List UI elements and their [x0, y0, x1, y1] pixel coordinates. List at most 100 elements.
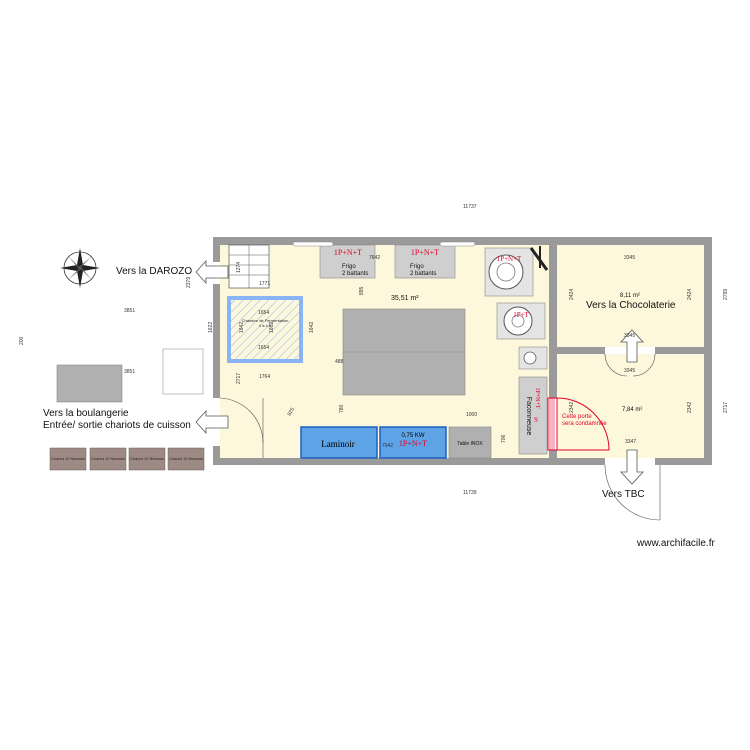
dim-1654-a: 1654	[258, 310, 269, 316]
laminoir-2: 0,75 KW 1P+N+T	[379, 426, 447, 459]
faconneuse-code: 1P+N+T	[534, 387, 540, 408]
label-vers-tbc: Vers TBC	[602, 489, 645, 500]
dim-2424-b: 2424	[687, 289, 693, 300]
compass-rose-icon	[60, 248, 100, 288]
outside-equipment	[56, 364, 123, 403]
door-tbc	[604, 464, 661, 521]
chambre-fermentation: Chambre de Fermentation 4 à 4.0 1654 165…	[227, 296, 303, 363]
dim-2799: 2799	[723, 289, 729, 300]
dim-3345-a: 3345	[624, 255, 635, 261]
staircase	[228, 244, 270, 289]
arrow-down-tbc	[620, 449, 644, 485]
dim-7642-b: 7642	[382, 443, 393, 449]
chambre-sublabel: 4 à 4.0	[259, 323, 272, 328]
dim-2717-b: 2717	[723, 402, 729, 413]
dim-3851-b: 3851	[124, 369, 135, 375]
wall-bottom	[213, 458, 712, 465]
fridge-1-label: Frigo	[342, 264, 356, 270]
machine-code: 1P+N+T	[497, 255, 522, 263]
dim-1000: 1000	[466, 412, 477, 418]
fridge-2: 1P+N+T Frigo 2 battants	[394, 241, 476, 279]
laminoir-power: 0,75 KW	[401, 433, 424, 439]
dim-200: 200	[19, 336, 25, 345]
dim-3347: 3347	[625, 439, 636, 445]
chariot-1	[49, 447, 87, 471]
arrow-left-boulangerie	[195, 409, 229, 435]
dim-2717-a: 2717	[236, 373, 242, 384]
area-chocolaterie: 8,11 m²	[620, 293, 640, 299]
wall-top	[213, 237, 712, 245]
chariot-2-label: Chariot 12 Niveaux	[91, 456, 125, 461]
wall-left	[213, 237, 220, 465]
dim-1622: 1622	[208, 322, 214, 333]
floor-chocolaterie	[557, 245, 704, 347]
laminoir-label: Laminoir	[321, 439, 355, 449]
label-vers-boulangerie: Vers la boulangerie	[43, 408, 129, 419]
chariot-4	[167, 447, 205, 471]
chariot-3	[128, 447, 166, 471]
faconneuse: Faconneuse 1P+N+T S	[518, 376, 548, 455]
dim-488: 488	[335, 359, 344, 365]
laminoir-code: 1P+N+T	[399, 439, 427, 448]
dim-825: 825	[287, 407, 296, 417]
wall-interior-vertical	[549, 245, 557, 458]
door-chocolaterie	[604, 353, 656, 377]
dim-top-overall: 11737	[463, 204, 477, 210]
cette-porte-sublabel: sera condamnée	[562, 421, 607, 427]
chambre-label: Chambre de Fermentation	[242, 318, 289, 323]
dim-3345-b: 3345	[624, 333, 635, 339]
label-entree-sortie: Entrée/ sortie chariots de cuisson	[43, 420, 191, 431]
dim-1642-a: 1642	[239, 322, 245, 333]
dim-1771: 1771	[259, 281, 270, 287]
small-mixer: 1P+T	[496, 302, 546, 340]
dim-3851-a: 3851	[124, 308, 135, 314]
laminoir: Laminoir	[300, 426, 378, 459]
wall-right	[704, 237, 712, 465]
arrow-up-chocolaterie	[620, 329, 644, 363]
mixer-machine: 1P+N+T	[484, 246, 549, 297]
dim-1602: 1602	[269, 322, 275, 333]
dimension-labels: 3851 3851 200 2379 1274 1771 895 1642 16…	[19, 255, 729, 445]
dim-706: 706	[501, 434, 507, 443]
arrow-left-darozo	[195, 259, 229, 285]
dim-1642-b: 1642	[309, 322, 315, 333]
small-s: S	[534, 416, 538, 424]
dim-bottom-overall: 11739	[463, 490, 477, 496]
dim-2342-a: 2342	[569, 402, 575, 413]
scale-device	[518, 346, 548, 370]
condemned-door: Cette porte sera condamnée	[547, 397, 610, 451]
table-inox-label: Table INOX	[457, 441, 483, 447]
dim-1764: 1764	[259, 374, 270, 380]
label-vers-darozo: Vers la DAROZO	[116, 266, 192, 277]
mixer-code: 1P+T	[513, 311, 529, 319]
fridge-1: 1P+N+T Frigo 2 battants	[292, 241, 376, 279]
dim-1274: 1274	[236, 262, 242, 273]
fridge-2-label: Frigo	[410, 264, 424, 270]
chariot-4-label: Chariot 12 Niveaux	[169, 456, 203, 461]
dim-1654-b: 1654	[258, 345, 269, 351]
area-small-room: 7,84 m²	[622, 407, 642, 413]
faconneuse-label: Faconneuse	[525, 397, 532, 436]
dim-7642-a: 7642	[369, 255, 380, 261]
table-inox	[448, 426, 492, 459]
chariot-2	[89, 447, 127, 471]
dim-780: 780	[339, 404, 345, 413]
fridge-2-code: 1P+N+T	[411, 248, 439, 257]
watermark: www.archifacile.fr	[636, 538, 715, 549]
fridge-1-code: 1P+N+T	[334, 248, 362, 257]
fridge-1-sublabel: 2 battants	[342, 271, 368, 277]
outside-block	[162, 348, 204, 395]
dim-2379: 2379	[186, 277, 192, 288]
chariots: Chariot 12 Niveaux Chariot 12 Niveaux Ch…	[49, 447, 205, 471]
chariot-3-label: Chariot 12 Niveaux	[130, 456, 164, 461]
chariot-1-label: Chariot 12 Niveaux	[51, 456, 85, 461]
fridge-2-sublabel: 2 battants	[410, 271, 436, 277]
door-boulangerie	[219, 397, 264, 458]
area-main: 35,51 m²	[391, 295, 419, 302]
dim-2342-b: 2342	[687, 402, 693, 413]
floor-small-room	[557, 354, 704, 458]
dim-895: 895	[359, 286, 365, 295]
dim-2424-a: 2424	[569, 289, 575, 300]
dim-3345-c: 3345	[624, 368, 635, 374]
